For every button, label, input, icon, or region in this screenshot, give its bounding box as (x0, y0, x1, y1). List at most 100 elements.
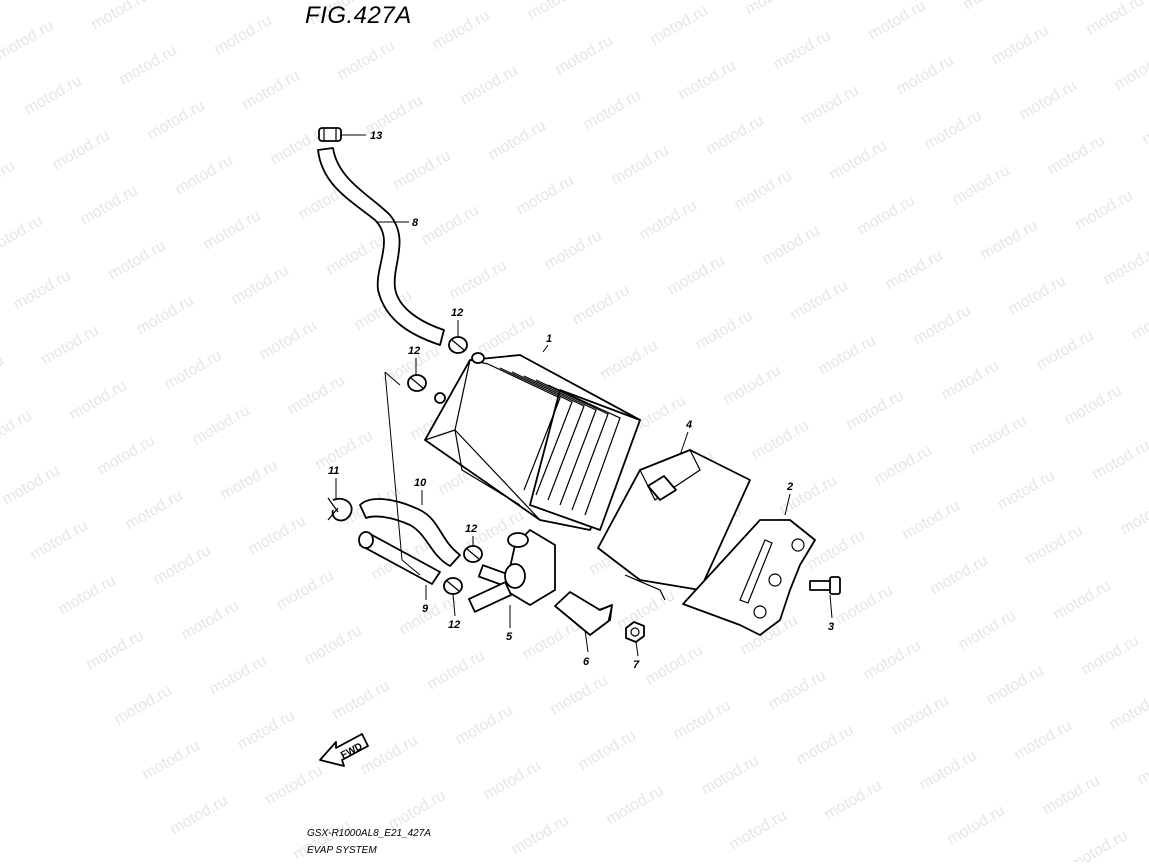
watermark-text: motod.ru (190, 402, 253, 448)
watermark-text: motod.ru (665, 252, 728, 298)
watermark-text: motod.ru (967, 412, 1030, 458)
watermark-text: motod.ru (788, 277, 851, 323)
bolt-3[interactable] (810, 577, 840, 594)
watermark-text: motod.ru (989, 22, 1052, 68)
watermark-text: motod.ru (609, 142, 672, 188)
watermark-text: motod.ru (760, 222, 823, 268)
watermark-text: motod.ru (1090, 437, 1149, 483)
watermark-text: motod.ru (1034, 327, 1097, 373)
watermark-text: motod.ru (648, 2, 711, 48)
watermark-text: motod.ru (922, 107, 985, 153)
watermark-text: motod.ru (799, 82, 862, 128)
watermark-text: motod.ru (50, 127, 113, 173)
callout-1: 1 (546, 333, 552, 345)
callout-2: 2 (786, 481, 793, 493)
callout-13: 13 (370, 130, 382, 142)
watermark-text: motod.ru (28, 517, 91, 563)
watermark-text: motod.ru (939, 357, 1002, 403)
watermark-text: motod.ru (827, 137, 890, 183)
watermark-text: motod.ru (324, 232, 387, 278)
watermark-text: motod.ru (257, 317, 320, 363)
watermark-text: motod.ru (866, 0, 929, 43)
watermark-text: motod.ru (1045, 132, 1108, 178)
watermark-text: motod.ru (425, 647, 488, 693)
watermark-text: motod.ru (1079, 632, 1142, 678)
watermark-text: motod.ru (212, 12, 275, 58)
watermark-text: motod.ru (67, 377, 130, 423)
clamp-13[interactable] (319, 128, 341, 141)
watermark-text: motod.ru (145, 97, 208, 143)
watermark-text: motod.ru (604, 782, 667, 828)
watermark-text: motod.ru (553, 32, 616, 78)
watermark-text: motod.ru (240, 67, 303, 113)
watermark-text: motod.ru (168, 792, 231, 838)
watermark-text: motod.ru (1112, 47, 1149, 93)
watermark-text: motod.ru (84, 627, 147, 673)
watermark-text: motod.ru (0, 17, 57, 63)
watermark-text: motod.ru (235, 707, 298, 753)
clamp-12-valve-upper[interactable] (464, 546, 482, 562)
watermark-text: motod.ru (743, 0, 806, 18)
watermark-text: motod.ru (598, 337, 661, 383)
callout-12-left: 12 (408, 345, 420, 357)
figure-caption: EVAP SYSTEM (307, 845, 377, 856)
watermark-text: motod.ru (548, 672, 611, 718)
watermark-text: motod.ru (430, 7, 493, 53)
watermark-text: motod.ru (458, 62, 521, 108)
watermark-text: motod.ru (11, 267, 74, 313)
watermark-text: motod.ru (89, 0, 152, 33)
watermark-text: motod.ru (330, 677, 393, 723)
watermark-text: motod.ru (1068, 827, 1131, 862)
watermark-text: motod.ru (525, 0, 588, 23)
watermark-text: motod.ru (889, 692, 952, 738)
watermark-text: motod.ru (1023, 522, 1086, 568)
callout-12-upper: 12 (451, 307, 463, 319)
watermark-text: motod.ru (816, 332, 879, 378)
watermark-text: motod.ru (0, 407, 35, 453)
watermark-text: motod.ru (822, 777, 885, 823)
clamp-12-valve-lower[interactable] (444, 578, 462, 594)
watermark-text: motod.ru (447, 257, 510, 303)
watermark-text: motod.ru (833, 582, 896, 628)
nut-7[interactable] (626, 622, 644, 642)
watermark-text: motod.ru (140, 737, 203, 783)
watermark-text: motod.ru (246, 512, 309, 558)
clip-11[interactable] (328, 498, 352, 520)
watermark-text: motod.ru (117, 42, 180, 88)
callout-10: 10 (414, 477, 427, 489)
watermark-text: motod.ru (481, 757, 544, 803)
watermark-text: motod.ru (151, 542, 214, 588)
watermark-text: motod.ru (945, 802, 1008, 848)
watermark-text: motod.ru (950, 162, 1013, 208)
watermark-text: motod.ru (671, 697, 734, 743)
watermark-text: motod.ru (615, 587, 678, 633)
watermark-text: motod.ru (509, 812, 572, 858)
watermark-text: motod.ru (302, 622, 365, 668)
watermark-text: motod.ru (0, 157, 18, 203)
watermark-text: motod.ru (263, 762, 326, 808)
watermark-text: motod.ru (771, 27, 834, 73)
watermark-text: motod.ru (1101, 242, 1149, 288)
watermark-text: motod.ru (78, 182, 141, 228)
watermark-text: motod.ru (335, 37, 398, 83)
clamp-12-upper[interactable] (449, 337, 467, 353)
watermark-text: motod.ru (218, 457, 281, 503)
clamp-12-left[interactable] (408, 375, 426, 391)
watermark-text: motod.ru (766, 667, 829, 713)
watermark-text: motod.ru (95, 432, 158, 478)
watermark-text: motod.ru (956, 607, 1019, 653)
watermark-text: motod.ru (162, 347, 225, 393)
watermark-text: motod.ru (861, 637, 924, 683)
watermark-text: motod.ru (486, 117, 549, 163)
watermark-text: motod.ru (928, 552, 991, 598)
watermark-text: motod.ru (56, 572, 119, 618)
watermark-text: motod.ru (22, 72, 85, 118)
watermark-text: motod.ru (1107, 687, 1149, 733)
callout-5: 5 (506, 631, 513, 643)
watermark-text: motod.ru (1006, 272, 1069, 318)
watermark-text: motod.ru (184, 0, 247, 3)
hose-9-end (359, 532, 373, 548)
watermark-text: motod.ru (1012, 717, 1075, 763)
